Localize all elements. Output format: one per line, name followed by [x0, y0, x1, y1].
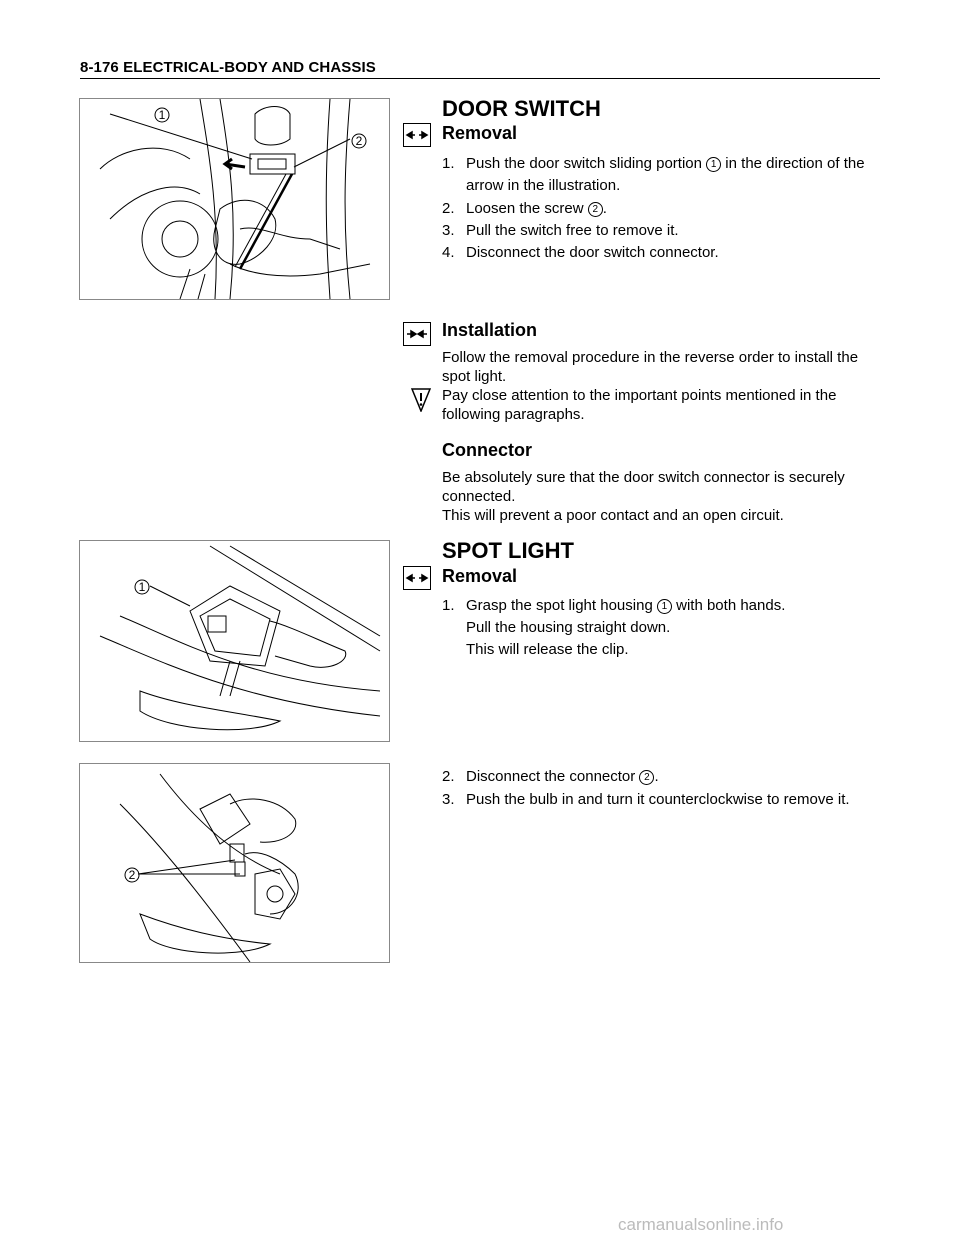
callout-marker: 2 — [639, 770, 655, 785]
callout-marker: 1 — [656, 599, 672, 614]
removal-arrows-icon — [403, 566, 431, 590]
spot-light-removal-heading: Removal — [442, 566, 518, 586]
page-header-title: 8-176 ELECTRICAL-BODY AND CHASSIS — [80, 59, 376, 76]
figure-spot-light-housing: 1 — [79, 540, 390, 742]
installation-text: spot light. — [442, 368, 507, 385]
caution-triangle-icon — [410, 388, 432, 417]
installation-caution-text: Pay close attention to the important poi… — [442, 387, 837, 404]
figure-door-switch: 1 2 — [79, 98, 390, 300]
installation-text: Follow the removal procedure in the reve… — [442, 349, 859, 366]
installation-arrows-icon — [403, 322, 431, 346]
connector-text: connected. — [442, 488, 516, 505]
page-header: 8-176 ELECTRICAL-BODY AND CHASSIS — [80, 58, 880, 79]
callout-marker: 1 — [706, 157, 722, 172]
connector-text: This will prevent a poor contact and an … — [442, 507, 784, 524]
callout-marker: 2 — [587, 202, 603, 217]
fig1-callout-1: 1 — [159, 108, 166, 122]
fig3-callout-2: 2 — [129, 868, 136, 882]
door-switch-removal-heading: Removal — [442, 123, 518, 143]
fig1-callout-2: 2 — [356, 134, 363, 148]
connector-heading: Connector — [442, 440, 532, 460]
fig2-callout-1: 1 — [139, 580, 146, 594]
watermark-text: carmanualsonline.info — [618, 1215, 784, 1234]
door-switch-installation-heading: Installation — [442, 320, 538, 340]
removal-arrows-icon — [403, 123, 431, 147]
installation-caution-text: following paragraphs. — [442, 406, 585, 423]
connector-text: Be absolutely sure that the door switch … — [442, 469, 845, 486]
door-switch-heading: DOOR SWITCH — [442, 96, 601, 121]
figure-spot-light-connector: 2 — [79, 763, 390, 963]
spot-light-heading: SPOT LIGHT — [442, 538, 574, 563]
